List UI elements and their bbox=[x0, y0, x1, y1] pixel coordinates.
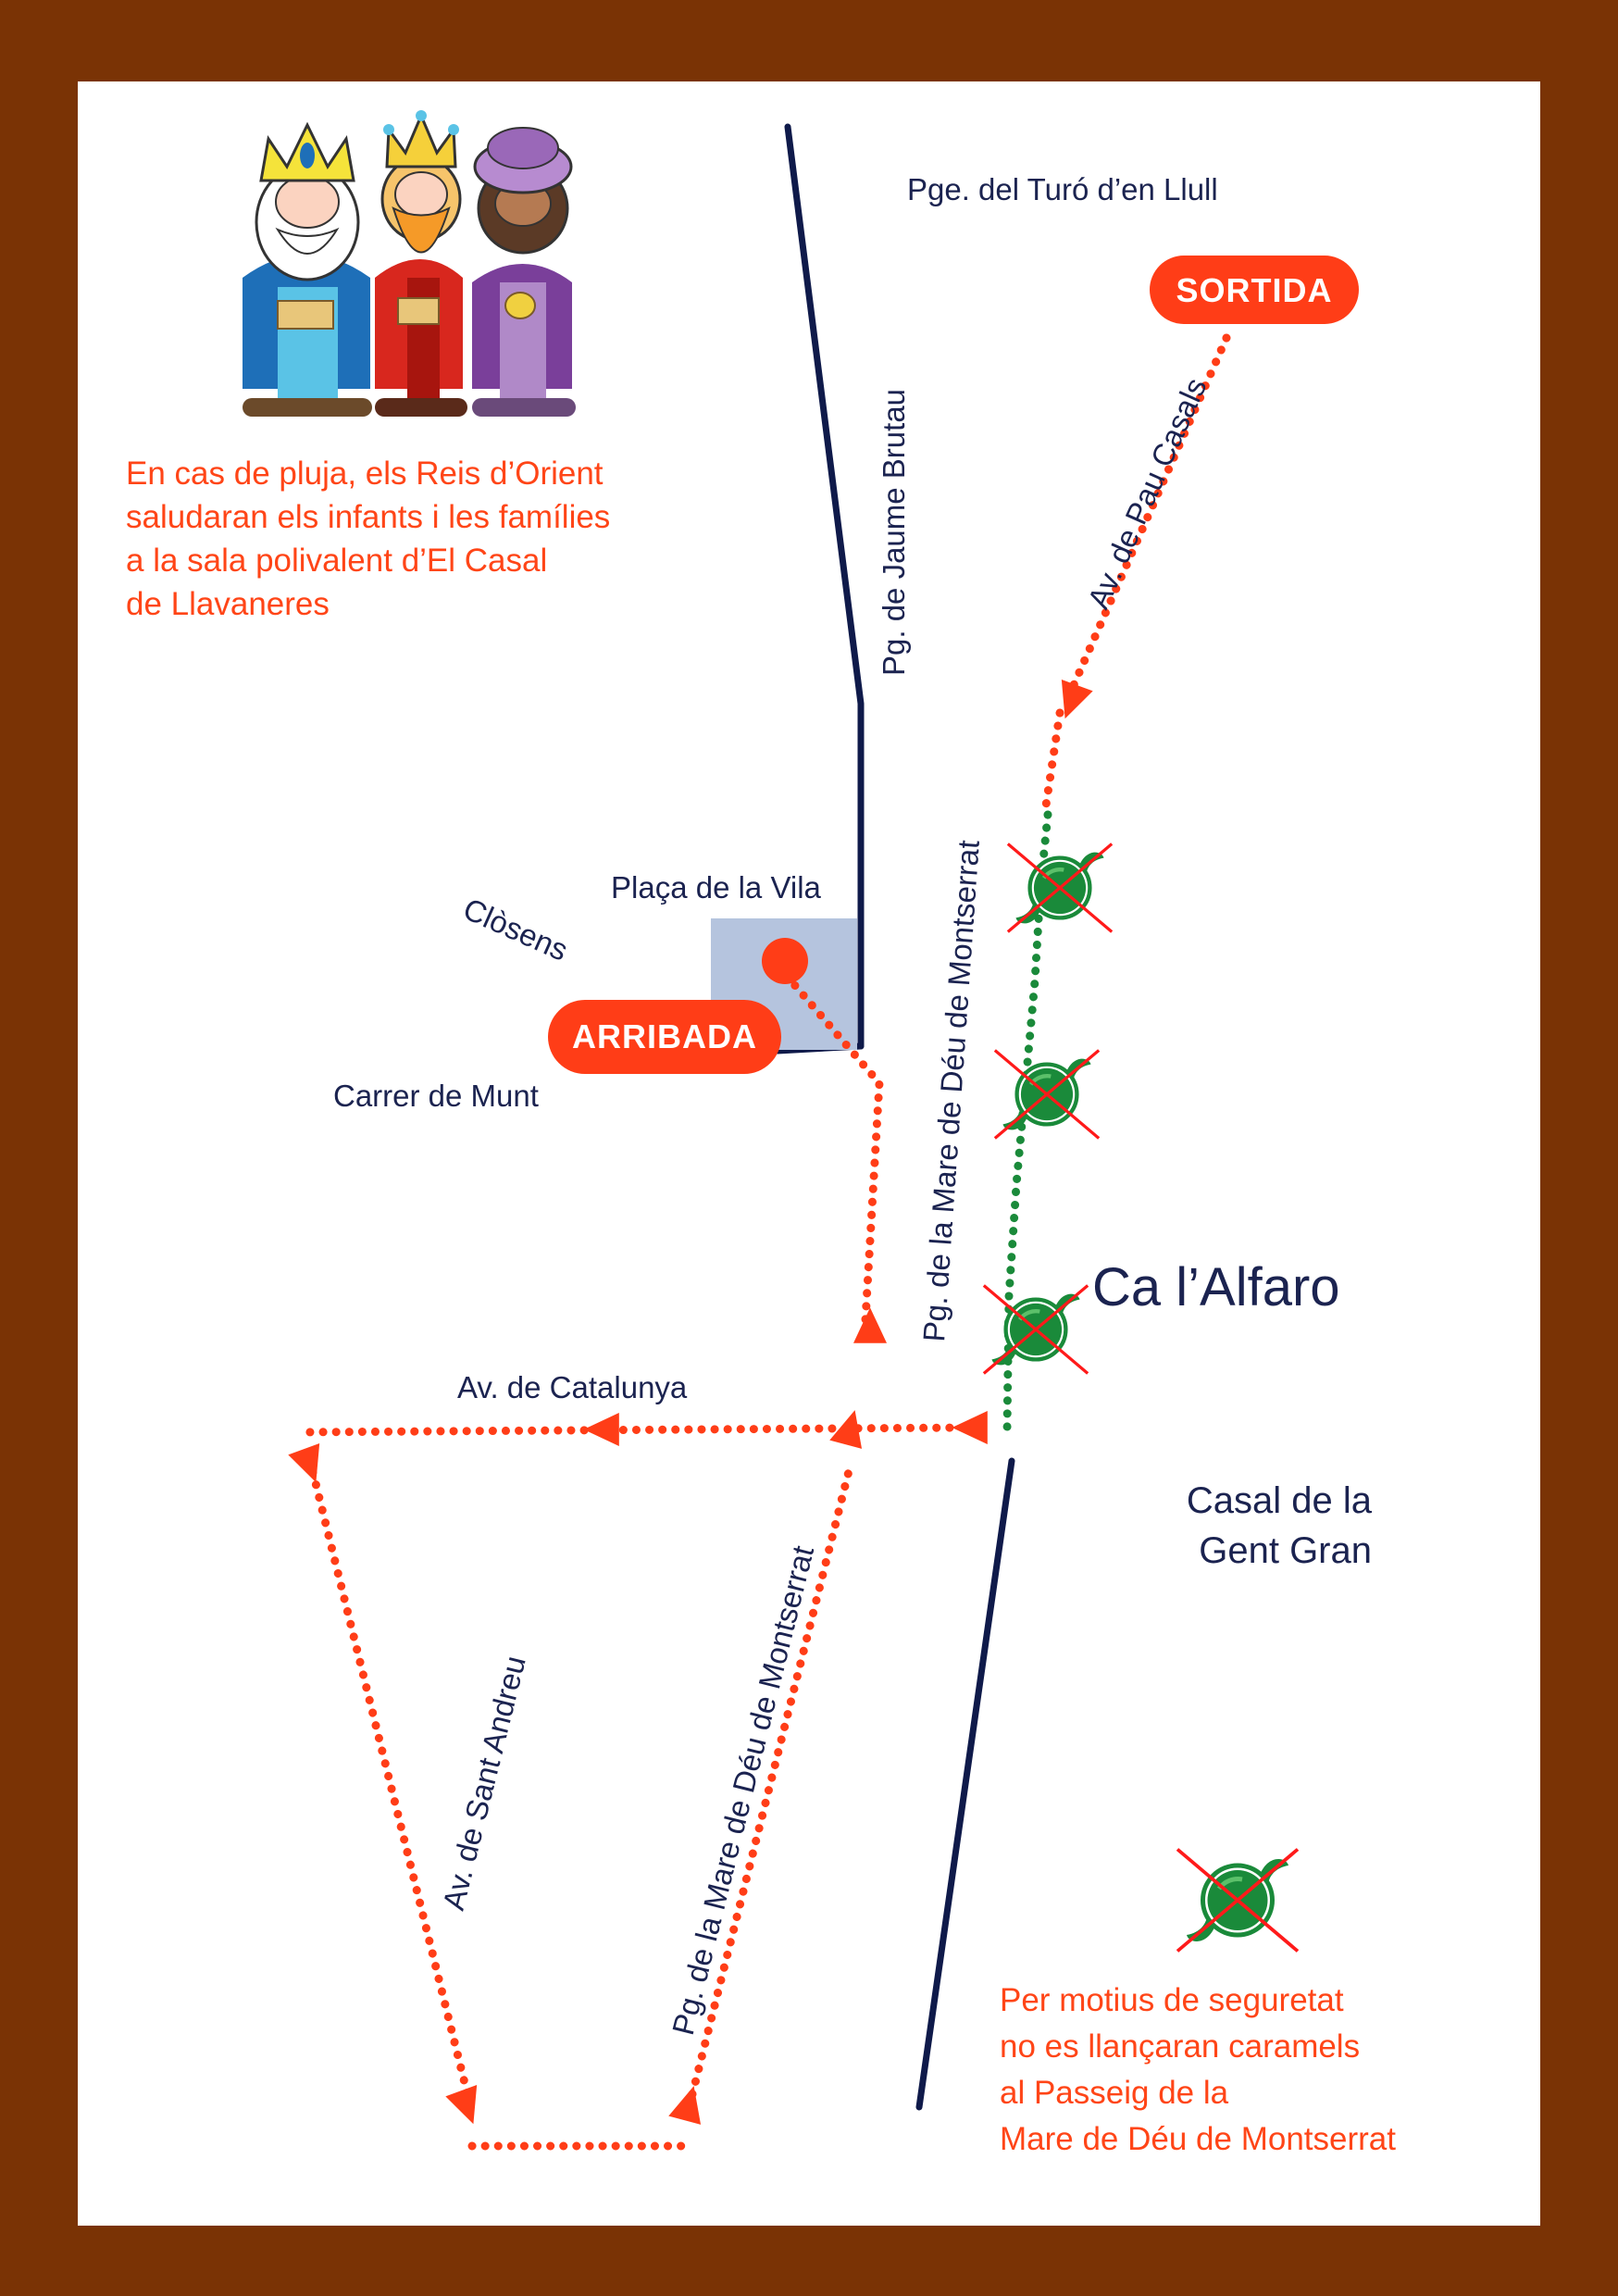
route-pau-casals bbox=[1069, 333, 1231, 690]
candy-note-line-4: Mare de Déu de Montserrat bbox=[1000, 2121, 1396, 2157]
arrival-point-icon bbox=[762, 938, 808, 984]
king-melchior-figure bbox=[243, 121, 372, 417]
route-montserrat-lower bbox=[688, 1463, 854, 2099]
street-label-catalunya: Av. de Catalunya bbox=[457, 1370, 688, 1404]
end-badge: ARRIBADA bbox=[548, 1000, 781, 1074]
district-label-casal-line-2: Gent Gran bbox=[1199, 1530, 1372, 1571]
three-kings-illustration bbox=[243, 110, 576, 417]
district-label-ca-lalfaro: Ca l’Alfaro bbox=[1092, 1257, 1340, 1317]
route-red bbox=[293, 333, 1231, 2151]
king-baltasar-figure bbox=[472, 127, 576, 417]
rain-note-line-4: de Llavaneres bbox=[126, 586, 330, 622]
paper bbox=[78, 81, 1540, 2226]
king-gaspar-figure bbox=[375, 110, 467, 417]
candy-note-line-1: Per motius de seguretat bbox=[1000, 1982, 1344, 2018]
street-label-placa-vila: Plaça de la Vila bbox=[611, 870, 822, 905]
rain-note-line-3: a la sala polivalent d’El Casal bbox=[126, 543, 547, 579]
street-jaume-brutau bbox=[784, 123, 865, 1050]
route-to-arrival bbox=[787, 977, 884, 1324]
end-badge-label: ARRIBADA bbox=[572, 1017, 757, 1055]
start-badge-label: SORTIDA bbox=[1176, 271, 1333, 309]
street-label-jaume-brutau: Pg. de Jaume Brutau bbox=[877, 389, 911, 676]
rain-note-line-2: saludaran els infants i les famílies bbox=[126, 499, 610, 535]
district-label-casal-line-1: Casal de la bbox=[1187, 1480, 1373, 1521]
candy-note-line-2: no es llançaran caramels bbox=[1000, 2028, 1360, 2065]
candy-note-line-3: al Passeig de la bbox=[1000, 2075, 1229, 2111]
rain-note-line-1: En cas de pluja, els Reis d’Orient bbox=[126, 455, 604, 492]
route-sant-andreu bbox=[308, 1467, 472, 2099]
route-montserrat-start bbox=[1041, 708, 1064, 810]
street-label-carrer-munt: Carrer de Munt bbox=[333, 1079, 539, 1113]
street-label-turo: Pge. del Turó d’en Llull bbox=[907, 172, 1218, 206]
street-montserrat-lower-line bbox=[915, 1457, 1015, 2111]
start-badge: SORTIDA bbox=[1150, 256, 1359, 324]
